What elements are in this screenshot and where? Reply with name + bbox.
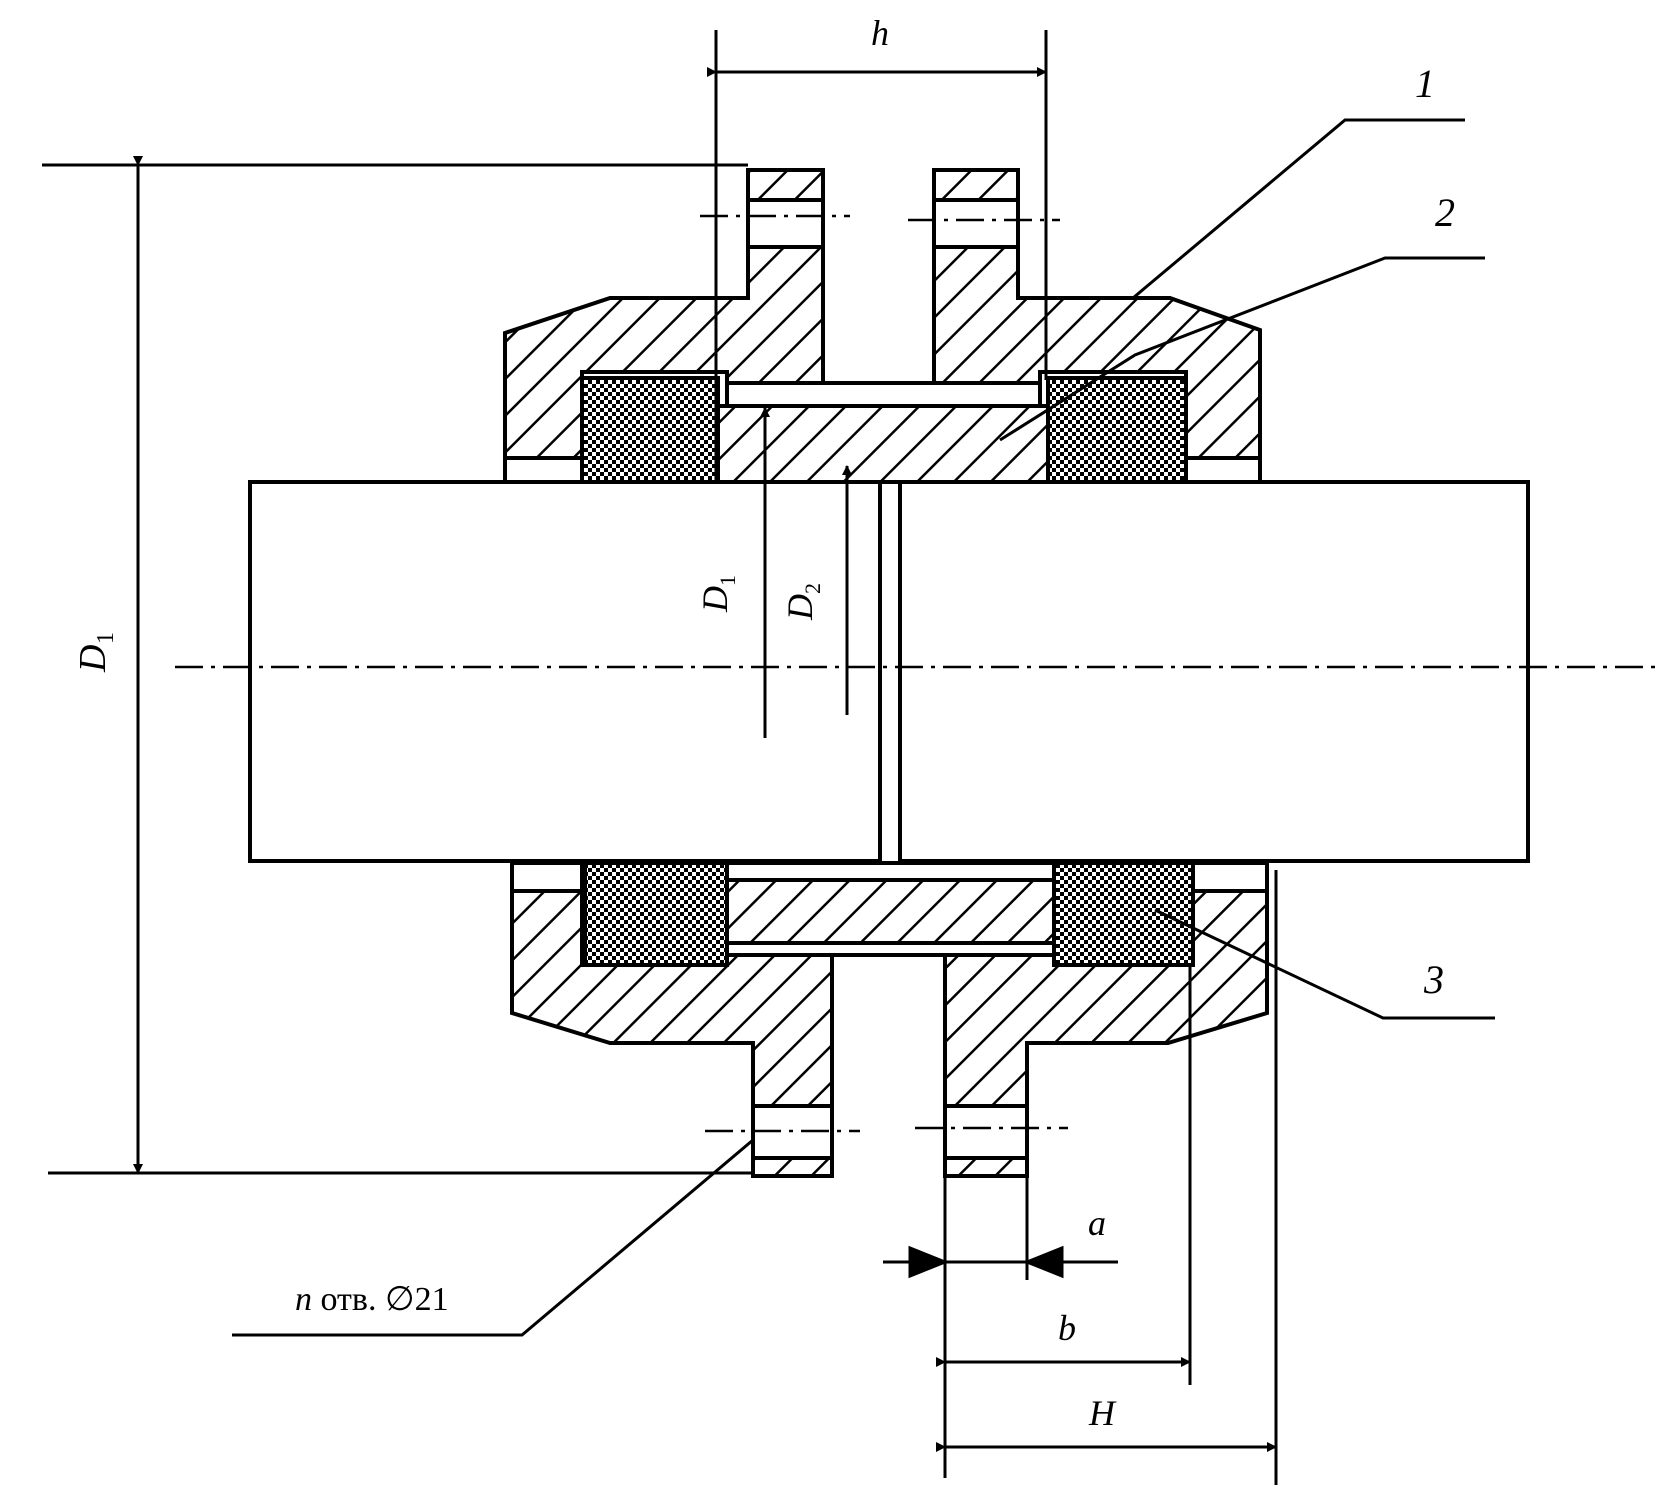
label-part3: 3 (1423, 957, 1444, 1002)
left-flange-top-tip (746, 168, 825, 202)
svg-text:2: 2 (800, 583, 825, 594)
elastic-insert-right-bottom (1052, 861, 1195, 967)
elastic-insert-left-bottom (583, 861, 729, 967)
leader-part1 (1132, 118, 1465, 300)
svg-text:D: D (780, 594, 820, 621)
left-flange-top-hole (746, 198, 825, 249)
leader-part2 (999, 256, 1485, 442)
label-D1-outer: D 1 (72, 632, 119, 673)
svg-text:1: 1 (93, 632, 119, 644)
labels: h 1 2 3 D 1 D 1 D 2 a b H n отв. ∅21 (72, 13, 1455, 1433)
label-H: H (1088, 1393, 1117, 1433)
sleeve-bottom-gap (725, 941, 1056, 957)
elastic-insert-right-top (1046, 376, 1188, 484)
sleeve-top-gap (725, 381, 1042, 408)
sleeve-bottom (725, 878, 1056, 945)
label-holes-note: n отв. ∅21 (295, 1281, 449, 1318)
drawing-geometry (248, 168, 1530, 1178)
right-hub-top (932, 245, 1262, 460)
right-hub-gap-top (1184, 456, 1262, 484)
center-lines (175, 214, 1655, 1133)
label-D1-inner: D 1 (695, 575, 740, 613)
leader-part3 (1154, 908, 1495, 1020)
right-flange-top-hole (932, 198, 1020, 249)
label-D2: D 2 (780, 583, 825, 621)
svg-text:D: D (72, 645, 114, 673)
svg-text:D: D (695, 586, 735, 613)
dimension-lines (42, 30, 1495, 1485)
left-flange-bottom-tip (751, 1156, 834, 1178)
elastic-insert-left-top (580, 376, 720, 484)
right-flange-bottom-tip (943, 1156, 1029, 1178)
sleeve-bottom-upper-gap (725, 861, 1056, 882)
label-h: h (871, 13, 889, 53)
right-flange-top-tip (932, 168, 1020, 202)
label-part2: 2 (1435, 190, 1455, 235)
left-hub-gap-bottom (510, 861, 584, 893)
left-shaft (248, 480, 882, 863)
right-flange-bottom-hole (943, 1104, 1029, 1160)
label-part1: 1 (1415, 61, 1435, 106)
label-b: b (1058, 1308, 1076, 1348)
leader-holes (232, 1138, 754, 1337)
right-shaft (898, 480, 1530, 863)
sleeve-top (716, 404, 1050, 484)
left-hub-bottom (510, 889, 834, 1108)
right-hub-gap-bottom (1191, 861, 1269, 893)
svg-text:1: 1 (715, 575, 740, 586)
label-a: a (1088, 1203, 1106, 1243)
left-hub-gap-top (503, 456, 584, 484)
